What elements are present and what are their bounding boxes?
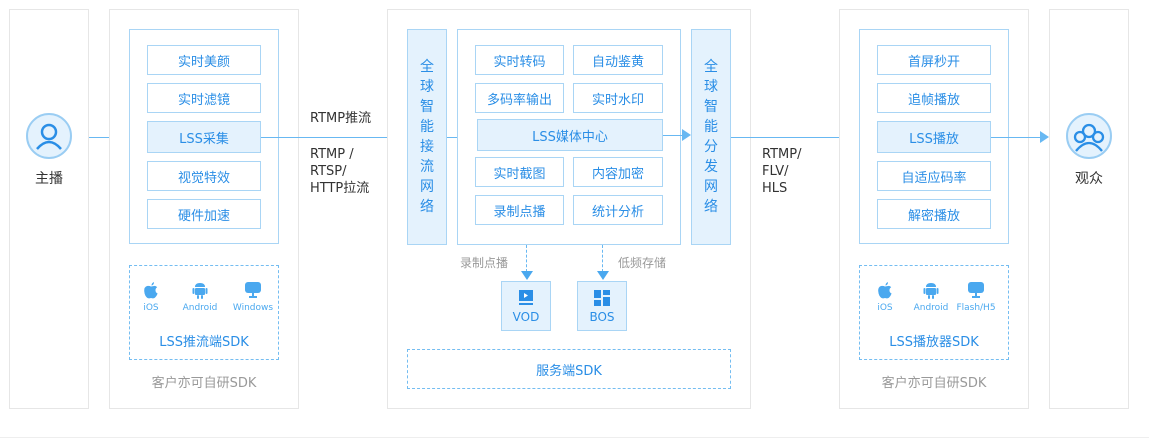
platform-label: Android bbox=[182, 303, 218, 313]
server-sdk-title: 服务端SDK bbox=[536, 364, 602, 379]
dist-char: 分 bbox=[704, 139, 718, 155]
center-feature: 统计分析 bbox=[573, 195, 663, 225]
storage-connector bbox=[526, 245, 527, 272]
storage-edge-label-vod: 录制点播 bbox=[460, 256, 509, 270]
server-sdk-box bbox=[407, 349, 731, 389]
ingest-char: 流 bbox=[420, 159, 434, 175]
flow-line bbox=[663, 135, 683, 136]
distribution-network-bar: 全 球 智 能 分 发 网 络 bbox=[691, 29, 731, 245]
viewer-panel bbox=[1049, 9, 1129, 409]
center-feature: 实时截图 bbox=[475, 157, 564, 187]
push-feature-1: 实时滤镜 bbox=[147, 83, 261, 113]
play-feature-4: 解密播放 bbox=[877, 199, 991, 229]
platform-windows: Windows bbox=[228, 281, 278, 313]
play-sdk-title: LSS播放器SDK bbox=[889, 335, 979, 350]
push-sdk-title: LSS推流端SDK bbox=[159, 335, 249, 350]
play-feature-3: 自适应码率 bbox=[877, 161, 991, 191]
push-protocol-label: RTMP推流 bbox=[310, 111, 372, 126]
arrow-right-icon bbox=[682, 129, 691, 141]
center-feature: 内容加密 bbox=[573, 157, 663, 187]
platform-android: Android bbox=[180, 281, 220, 313]
platform-label: iOS bbox=[143, 303, 159, 313]
apple-icon bbox=[144, 282, 158, 299]
play-panel-footer: 客户亦可自研SDK bbox=[881, 376, 987, 391]
monitor-icon bbox=[245, 282, 261, 298]
ingest-char: 智 bbox=[420, 99, 434, 115]
center-feature: 多码率输出 bbox=[475, 83, 564, 113]
apple-icon bbox=[878, 282, 892, 299]
platform-label: Flash/H5 bbox=[956, 303, 996, 313]
dist-char: 球 bbox=[704, 79, 718, 95]
pull-protocol-line-2: HTTP拉流 bbox=[310, 181, 370, 196]
push-sdk-box bbox=[129, 265, 279, 360]
platform-label: Android bbox=[913, 303, 949, 313]
dist-char: 网 bbox=[704, 179, 718, 195]
push-feature-lss-capture: LSS采集 bbox=[147, 121, 261, 153]
play-feature-0: 首屏秒开 bbox=[877, 45, 991, 75]
android-icon bbox=[923, 283, 939, 299]
broadcaster-panel bbox=[9, 9, 89, 409]
push-feature-4: 硬件加速 bbox=[147, 199, 261, 229]
bos-box: BOS bbox=[577, 281, 627, 331]
ingest-char: 全 bbox=[420, 59, 434, 75]
dist-char: 智 bbox=[704, 99, 718, 115]
platform-ios: iOS bbox=[138, 281, 164, 313]
play-protocol-line-1: FLV/ bbox=[762, 164, 789, 179]
broadcaster-avatar bbox=[26, 113, 72, 159]
lss-media-center: LSS媒体中心 bbox=[477, 119, 663, 151]
pull-protocol-line-1: RTSP/ bbox=[310, 164, 347, 179]
center-feature: 实时转码 bbox=[475, 45, 564, 75]
bottom-divider bbox=[0, 437, 1149, 438]
viewer-label: 观众 bbox=[1075, 171, 1103, 187]
dist-char: 络 bbox=[704, 199, 718, 215]
pull-protocol-line-0: RTMP / bbox=[310, 147, 354, 162]
storage-edge-label-bos: 低频存储 bbox=[618, 256, 667, 270]
platform-flash-h5: Flash/H5 bbox=[953, 281, 999, 313]
push-panel-footer: 客户亦可自研SDK bbox=[151, 376, 257, 391]
bos-label: BOS bbox=[589, 310, 615, 324]
vod-box: VOD bbox=[501, 281, 551, 331]
dist-char: 发 bbox=[704, 159, 718, 175]
flow-line bbox=[991, 137, 1041, 138]
platform-label: iOS bbox=[877, 303, 893, 313]
push-feature-0: 实时美颜 bbox=[147, 45, 261, 75]
broadcaster-label: 主播 bbox=[35, 171, 63, 187]
platform-ios: iOS bbox=[872, 281, 898, 313]
ingest-char: 络 bbox=[420, 199, 434, 215]
center-feature: 录制点播 bbox=[475, 195, 564, 225]
vod-label: VOD bbox=[512, 310, 540, 324]
ingest-char: 球 bbox=[420, 79, 434, 95]
storage-blocks-icon bbox=[594, 290, 610, 306]
android-icon bbox=[192, 283, 208, 299]
viewer-avatar bbox=[1066, 113, 1112, 159]
arrow-right-icon bbox=[1040, 131, 1049, 143]
ingest-char: 接 bbox=[420, 139, 434, 155]
center-feature: 实时水印 bbox=[573, 83, 663, 113]
arrow-down-icon bbox=[597, 271, 609, 280]
push-feature-3: 视觉特效 bbox=[147, 161, 261, 191]
play-protocol-line-0: RTMP/ bbox=[762, 147, 802, 162]
dist-char: 全 bbox=[704, 59, 718, 75]
flow-line bbox=[261, 137, 398, 138]
users-group-icon bbox=[1073, 123, 1105, 152]
monitor-icon bbox=[968, 282, 984, 298]
ingest-char: 能 bbox=[420, 119, 434, 135]
ingest-char: 网 bbox=[420, 179, 434, 195]
play-feature-lss-play: LSS播放 bbox=[877, 121, 991, 153]
ingest-network-bar: 全 球 智 能 接 流 网 络 bbox=[407, 29, 447, 245]
flow-line bbox=[731, 137, 868, 138]
arrow-down-icon bbox=[521, 271, 533, 280]
center-feature: 自动鉴黄 bbox=[573, 45, 663, 75]
platform-label: Windows bbox=[232, 303, 274, 313]
storage-connector bbox=[602, 245, 603, 272]
play-feature-1: 追帧播放 bbox=[877, 83, 991, 113]
platform-android: Android bbox=[911, 281, 951, 313]
video-play-icon bbox=[519, 290, 533, 305]
play-protocol-line-2: HLS bbox=[762, 181, 788, 196]
play-sdk-box bbox=[859, 265, 1009, 360]
dist-char: 能 bbox=[704, 119, 718, 135]
user-icon bbox=[36, 123, 62, 150]
